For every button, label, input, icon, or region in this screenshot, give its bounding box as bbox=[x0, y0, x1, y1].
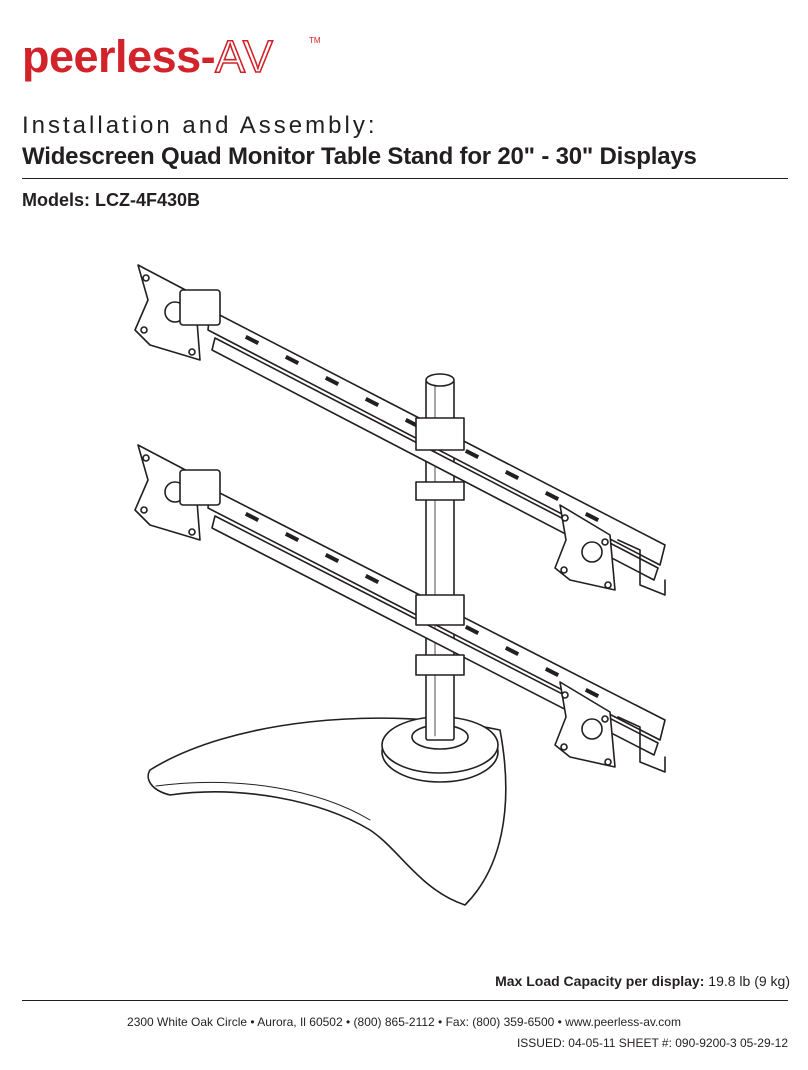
header-divider bbox=[22, 178, 788, 179]
vesa-plate-bottom-left bbox=[134, 444, 221, 541]
footer-divider bbox=[22, 1000, 788, 1001]
logo-trademark: TM bbox=[309, 36, 321, 45]
max-load-capacity: Max Load Capacity per display: 19.8 lb (… bbox=[495, 973, 790, 989]
logo-dash: - bbox=[200, 31, 216, 82]
issue-info: ISSUED: 04-05-11 SHEET #: 090-9200-3 05-… bbox=[516, 1036, 788, 1050]
vesa-plate-top-right bbox=[554, 504, 666, 596]
stand-illustration bbox=[134, 264, 666, 906]
lower-arm bbox=[207, 487, 666, 756]
vesa-plate-top-left bbox=[134, 264, 221, 361]
logo-suffix: AV bbox=[214, 30, 274, 83]
company-address: 2300 White Oak Circle • Aurora, Il 60502… bbox=[127, 1015, 681, 1029]
upper-arm bbox=[207, 309, 666, 581]
logo-name: peerless bbox=[22, 31, 201, 82]
peerless-av-logo: peerless-AV TM bbox=[22, 22, 342, 92]
capacity-label: Max Load Capacity per display: bbox=[495, 973, 705, 989]
vesa-plate-bottom-right bbox=[554, 681, 666, 773]
capacity-value: 19.8 lb (9 kg) bbox=[708, 973, 790, 989]
doc-subtitle: Installation and Assembly: bbox=[22, 112, 378, 139]
doc-title: Widescreen Quad Monitor Table Stand for … bbox=[22, 143, 697, 170]
models-label: Models: LCZ-4F430B bbox=[22, 190, 201, 210]
